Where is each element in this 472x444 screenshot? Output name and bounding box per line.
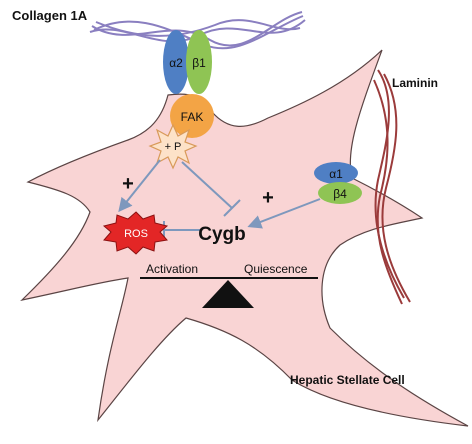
activation-label: Activation [146, 262, 198, 276]
collagen-label: Collagen 1A [12, 8, 88, 23]
integrin-beta1 [186, 30, 212, 94]
laminin-strands [373, 69, 411, 305]
laminin-label: Laminin [392, 76, 438, 90]
cygb-label: Cygb [198, 224, 246, 245]
plus-left-label: + [122, 173, 134, 195]
alpha1-label: α1 [329, 167, 343, 181]
integrin-beta4 [318, 182, 362, 204]
phospho-star-icon [148, 123, 198, 170]
fak-label: FAK [181, 110, 204, 124]
integrin-alpha2 [163, 30, 189, 94]
inhibit-phospho-to-cygb [181, 161, 241, 217]
fulcrum-triangle-icon [202, 280, 254, 308]
cell-body [20, 49, 469, 427]
phospho-label: + P [165, 141, 182, 153]
alpha2-label: α2 [169, 56, 183, 70]
beta1-label: β1 [192, 56, 206, 70]
ros-label: ROS [124, 228, 148, 240]
beta4-label: β4 [333, 187, 347, 201]
ros-starburst-icon [102, 211, 169, 255]
cell-type-label: Hepatic Stellate Cell [290, 373, 405, 387]
arrow-integrin-to-cygb [247, 198, 321, 229]
integrin-alpha1 [314, 162, 358, 184]
plus-right-label: + [262, 187, 274, 209]
arrow-phospho-to-ros [118, 159, 161, 213]
quiescence-label: Quiescence [244, 262, 308, 276]
fak-node [170, 94, 214, 138]
